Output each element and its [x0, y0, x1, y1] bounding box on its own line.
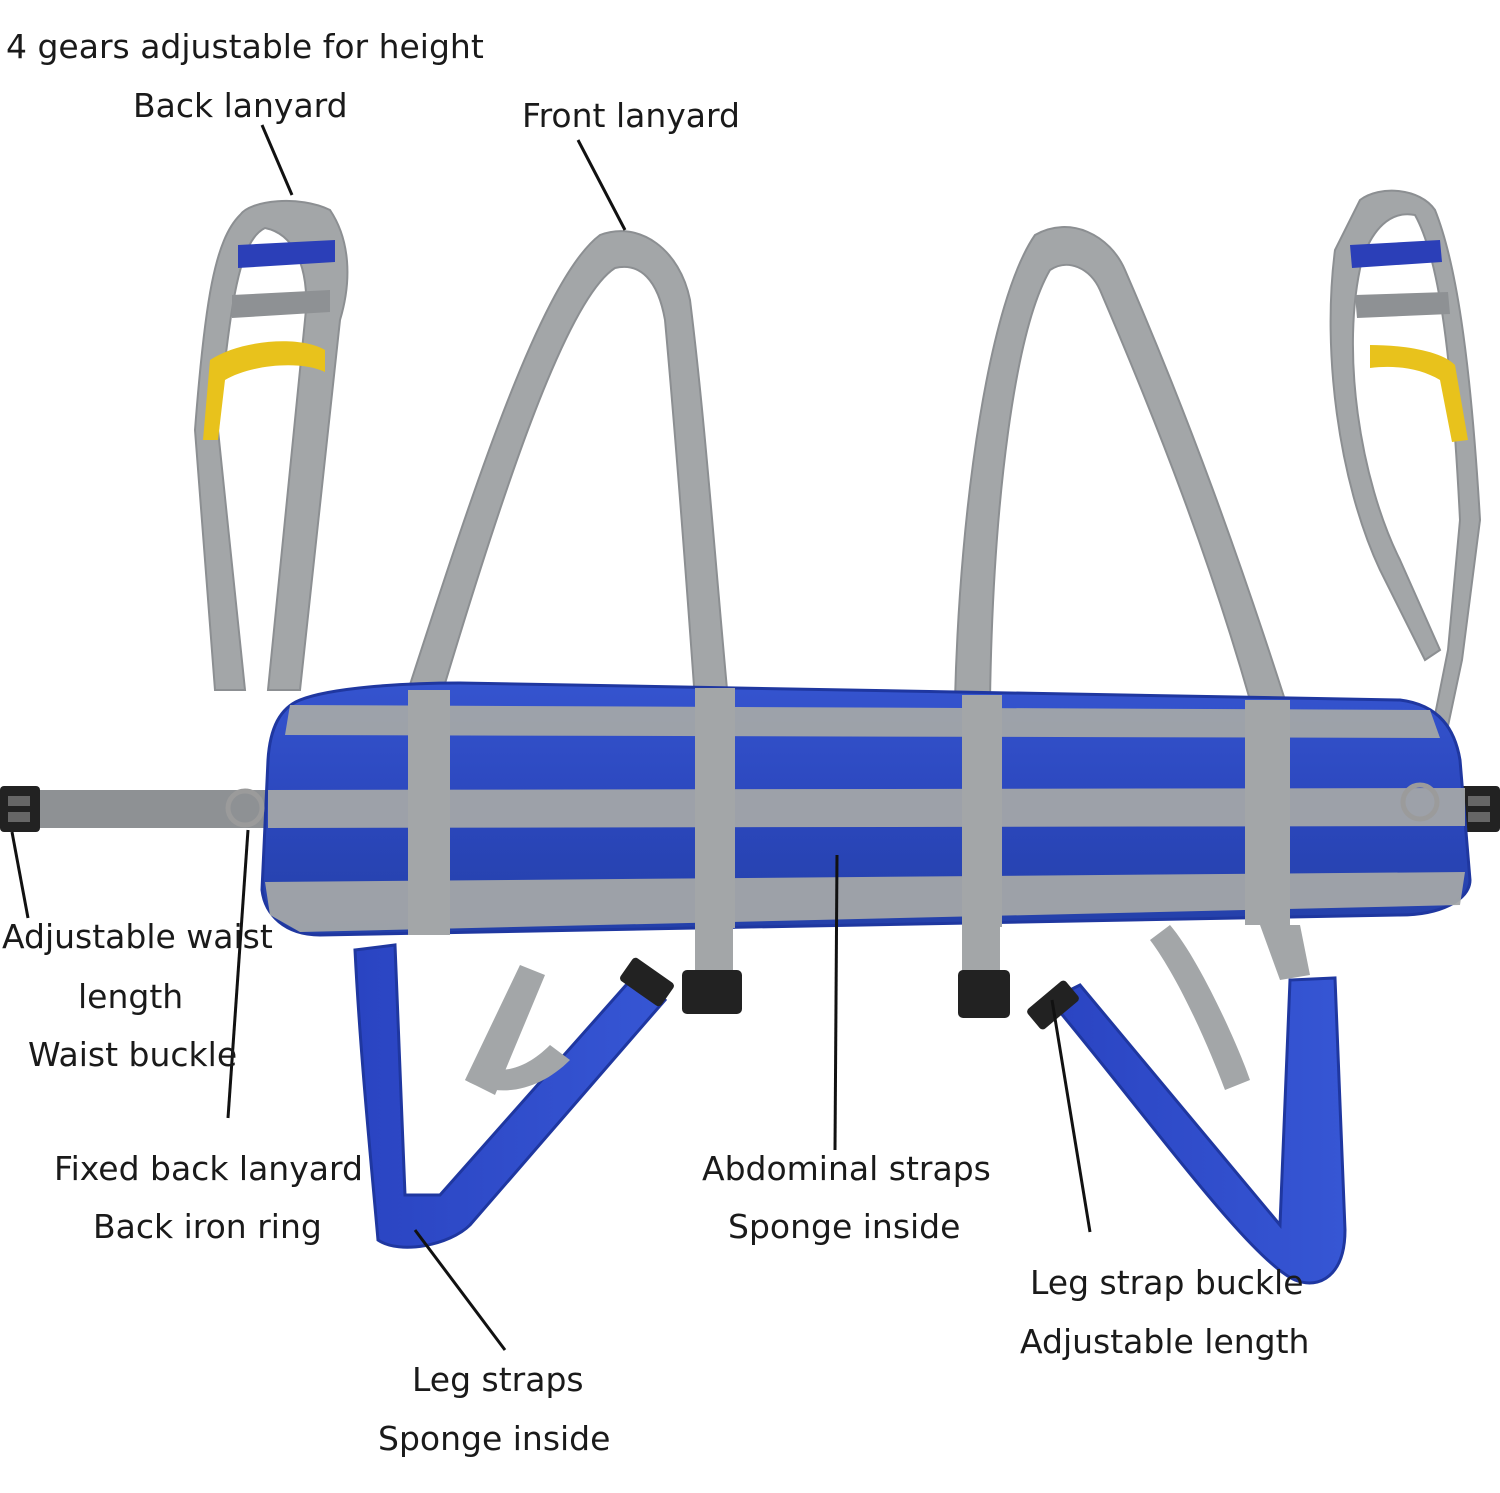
leader-waist-buckle — [226, 829, 250, 1119]
front-lanyard-right — [953, 226, 1287, 701]
loop-yellow-left — [203, 341, 325, 440]
back-iron-ring-right — [1400, 782, 1440, 822]
front-lanyard-left — [403, 230, 730, 701]
abdominal-pad — [225, 681, 1472, 937]
leg-strap-right — [1027, 925, 1347, 1285]
waist-buckle-right — [1460, 786, 1500, 832]
loop-yellow-right — [1370, 345, 1468, 442]
leader-lines — [10, 124, 1092, 1351]
leader-back-lanyard — [260, 124, 294, 196]
leader-front-lanyard — [576, 139, 627, 231]
loop-gray-right — [1355, 292, 1450, 318]
label-adjustable-waist: Adjustable waist — [2, 917, 273, 956]
label-adjustable-length: Adjustable length — [1020, 1322, 1310, 1361]
label-leg-strap-buckle: Leg strap buckle — [1030, 1263, 1304, 1302]
leader-leg-strap-buckle — [1050, 999, 1092, 1233]
label-abdominal-straps: Abdominal straps — [702, 1149, 991, 1188]
leader-leg-straps — [413, 1229, 507, 1351]
label-leg-straps: Leg straps — [412, 1360, 584, 1399]
loop-blue-right — [1350, 240, 1442, 268]
loop-gray-left — [232, 290, 330, 318]
abdominal-strap-buckle-left — [682, 925, 742, 1014]
label-gears: 4 gears adjustable for height — [6, 27, 484, 66]
abdominal-strap-buckle-right — [958, 925, 1010, 1018]
label-waist-buckle: Waist buckle — [28, 1035, 238, 1074]
label-back-lanyard: Back lanyard — [133, 86, 348, 125]
label-sponge-inside-abdominal: Sponge inside — [728, 1207, 961, 1246]
label-back-iron-ring: Back iron ring — [93, 1207, 322, 1246]
back-lanyard-left — [193, 200, 349, 691]
loop-blue-left — [238, 240, 335, 268]
label-sponge-inside-leg: Sponge inside — [378, 1419, 611, 1458]
waist-buckle-left — [0, 786, 40, 832]
label-length: length — [78, 977, 184, 1016]
leader-adjustable-waist — [10, 831, 30, 919]
back-lanyard-right — [1329, 189, 1482, 741]
leg-strap-left — [353, 943, 674, 1249]
back-iron-ring-left — [225, 788, 265, 828]
label-fixed-back-lanyard: Fixed back lanyard — [54, 1149, 363, 1188]
label-front-lanyard: Front lanyard — [522, 96, 740, 135]
leader-abdominal-straps — [833, 854, 839, 1151]
